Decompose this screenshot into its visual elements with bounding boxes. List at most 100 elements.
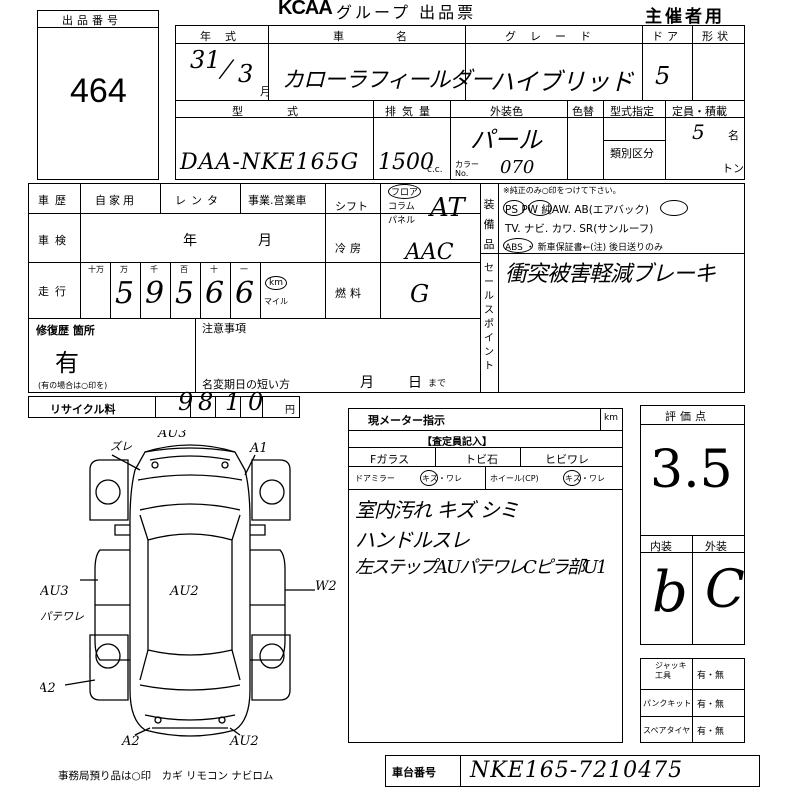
- mileage-digit-3: 5: [175, 276, 195, 311]
- recycle-label: リサイクル料: [50, 403, 116, 416]
- digit-label-10: 十: [210, 265, 218, 274]
- mileage-digit-2: 9: [145, 276, 165, 311]
- score-value: 3.5: [650, 440, 733, 500]
- doors-value: 5: [655, 62, 671, 90]
- organizer-label: 主催者用: [645, 7, 725, 27]
- chassis-box: [385, 755, 760, 787]
- mirror-scratch-circle: [420, 470, 438, 486]
- ton-unit: トン: [722, 162, 744, 175]
- puncture-option[interactable]: 有・無: [697, 700, 725, 710]
- deadline-day: 日: [408, 375, 422, 391]
- color-no-label: カラーNo.: [455, 160, 479, 178]
- year-value: 31: [190, 46, 221, 74]
- person-unit: 名: [728, 129, 739, 142]
- grade-value: ハイブリッド: [490, 68, 634, 96]
- repair-label: 修復歴 箇所: [36, 324, 95, 337]
- grade-label: グレード: [505, 30, 605, 43]
- inspector-title: 【査定員記入】: [422, 437, 492, 448]
- shift-panel[interactable]: パネル: [388, 216, 416, 226]
- history-option-business[interactable]: 事業.営業車: [248, 194, 307, 207]
- history-option-private[interactable]: 自家用: [95, 194, 137, 207]
- mark-a1: A1: [249, 441, 268, 456]
- chip-label: トビ石: [465, 453, 498, 466]
- lot-number-box: [37, 10, 159, 180]
- equipment-label: 装備品: [483, 198, 495, 251]
- top-info-grid: [175, 25, 745, 180]
- middle-grid: [28, 183, 745, 393]
- chassis-label: 車台番号: [392, 766, 436, 779]
- displacement-label: 排気量: [385, 105, 436, 118]
- shift-column[interactable]: コラム: [388, 202, 415, 212]
- cc-unit: c.c.: [427, 165, 443, 175]
- wheel-options: キズ・ワレ: [565, 474, 605, 483]
- shape-label: 形状: [702, 30, 732, 43]
- digit-label-100: 百: [180, 265, 188, 274]
- doors-label: ドア: [652, 30, 682, 43]
- deadline-until: まで: [428, 379, 447, 389]
- repair-note: (有の場合は○印を): [38, 381, 108, 390]
- km-unit: km: [265, 276, 287, 290]
- spare-label: スペアタイヤ: [643, 726, 691, 735]
- repair-value: 有: [55, 349, 79, 377]
- office-note: 事務局預り品は○印 カギ リモコン ナビロム: [58, 770, 274, 782]
- spare-option[interactable]: 有・無: [697, 727, 725, 737]
- recycle-unit: 円: [285, 405, 295, 416]
- recycle-digit-4: 0: [248, 388, 264, 416]
- form-title: グループ 出品票: [336, 3, 477, 22]
- mark-au3-left: AU3: [40, 584, 69, 599]
- recycle-digit-1: 9: [178, 388, 194, 416]
- mileage-digit-1: 5: [115, 276, 135, 311]
- mirror-options: キズ・ワレ: [422, 474, 462, 483]
- lot-number-label: 出品番号: [62, 14, 122, 27]
- history-label: 車歴: [38, 194, 72, 207]
- equipment-line1: PS PW 純AW. AB(エアバック): [505, 204, 650, 216]
- comment-1: 室内汚れ キズ シミ: [355, 498, 519, 522]
- car-name-label: 車名: [333, 30, 459, 43]
- model-value: DAA-NKE165G: [180, 150, 360, 175]
- notes-label: 注意事項: [202, 322, 246, 335]
- meter-label: 現メーター指示: [368, 414, 445, 427]
- mileage-label: 走行: [38, 285, 72, 298]
- mileage-digit-4: 6: [205, 276, 225, 311]
- interior-label: 内装: [650, 540, 672, 553]
- jack-option[interactable]: 有・無: [697, 671, 725, 681]
- recycle-digit-2: 8: [198, 388, 214, 416]
- shift-floor[interactable]: フロア: [388, 184, 422, 199]
- classification-label: 類別区分: [610, 147, 654, 160]
- logo: KCAA: [278, 0, 333, 19]
- digit-label-1: 一: [240, 265, 248, 274]
- wheel-scratch-circle: [563, 470, 581, 486]
- shift-value: AT: [430, 193, 465, 223]
- car-diagram: AU3 A1 ズレ AU2 W2 AU3 パテワレ A2 A2 AU2: [40, 430, 337, 749]
- mark-a2-left: A2: [40, 681, 56, 696]
- mark-zure: ズレ: [110, 440, 132, 453]
- displacement-value: 1500: [378, 150, 434, 175]
- abs-circle: [503, 238, 533, 253]
- jack-label: ジャッキ工具: [655, 661, 687, 680]
- interior-value: b: [652, 560, 688, 625]
- deadline-label: 名変期日の短い方: [202, 378, 290, 391]
- meter-unit: km: [604, 413, 618, 423]
- digit-label-100k: 十万: [88, 265, 104, 274]
- sales-points-label: セールスポイント: [484, 263, 494, 372]
- sales-points-value: 衝突被害軽減ブレーキ: [505, 262, 716, 287]
- ac-label: 冷房: [335, 242, 365, 255]
- digit-label-10k: 万: [120, 265, 128, 274]
- digit-label-1k: 千: [150, 265, 158, 274]
- crack-label: ヒビワレ: [545, 453, 589, 466]
- mile-unit: マイル: [264, 297, 288, 306]
- recycle-digit-3: 1: [225, 388, 241, 416]
- mark-au2-roof: AU2: [169, 584, 199, 599]
- pw-circle: [528, 200, 552, 216]
- mark-au2-rear: AU2: [229, 734, 259, 749]
- color-change-label: 色替: [572, 105, 594, 118]
- fuel-label: 燃料: [335, 287, 365, 300]
- capacity-label: 定員・積載: [672, 105, 727, 118]
- month-value: 3: [238, 60, 254, 88]
- exterior-label: 外装: [705, 540, 727, 553]
- equipment-note: ※純正のみ○印をつけて下さい。: [503, 186, 621, 195]
- wheel-label: ホイール(CP): [490, 474, 539, 483]
- shift-label: シフト: [335, 200, 368, 213]
- mirror-label: ドアミラー: [355, 474, 395, 483]
- history-option-rental[interactable]: レンタ: [175, 194, 223, 207]
